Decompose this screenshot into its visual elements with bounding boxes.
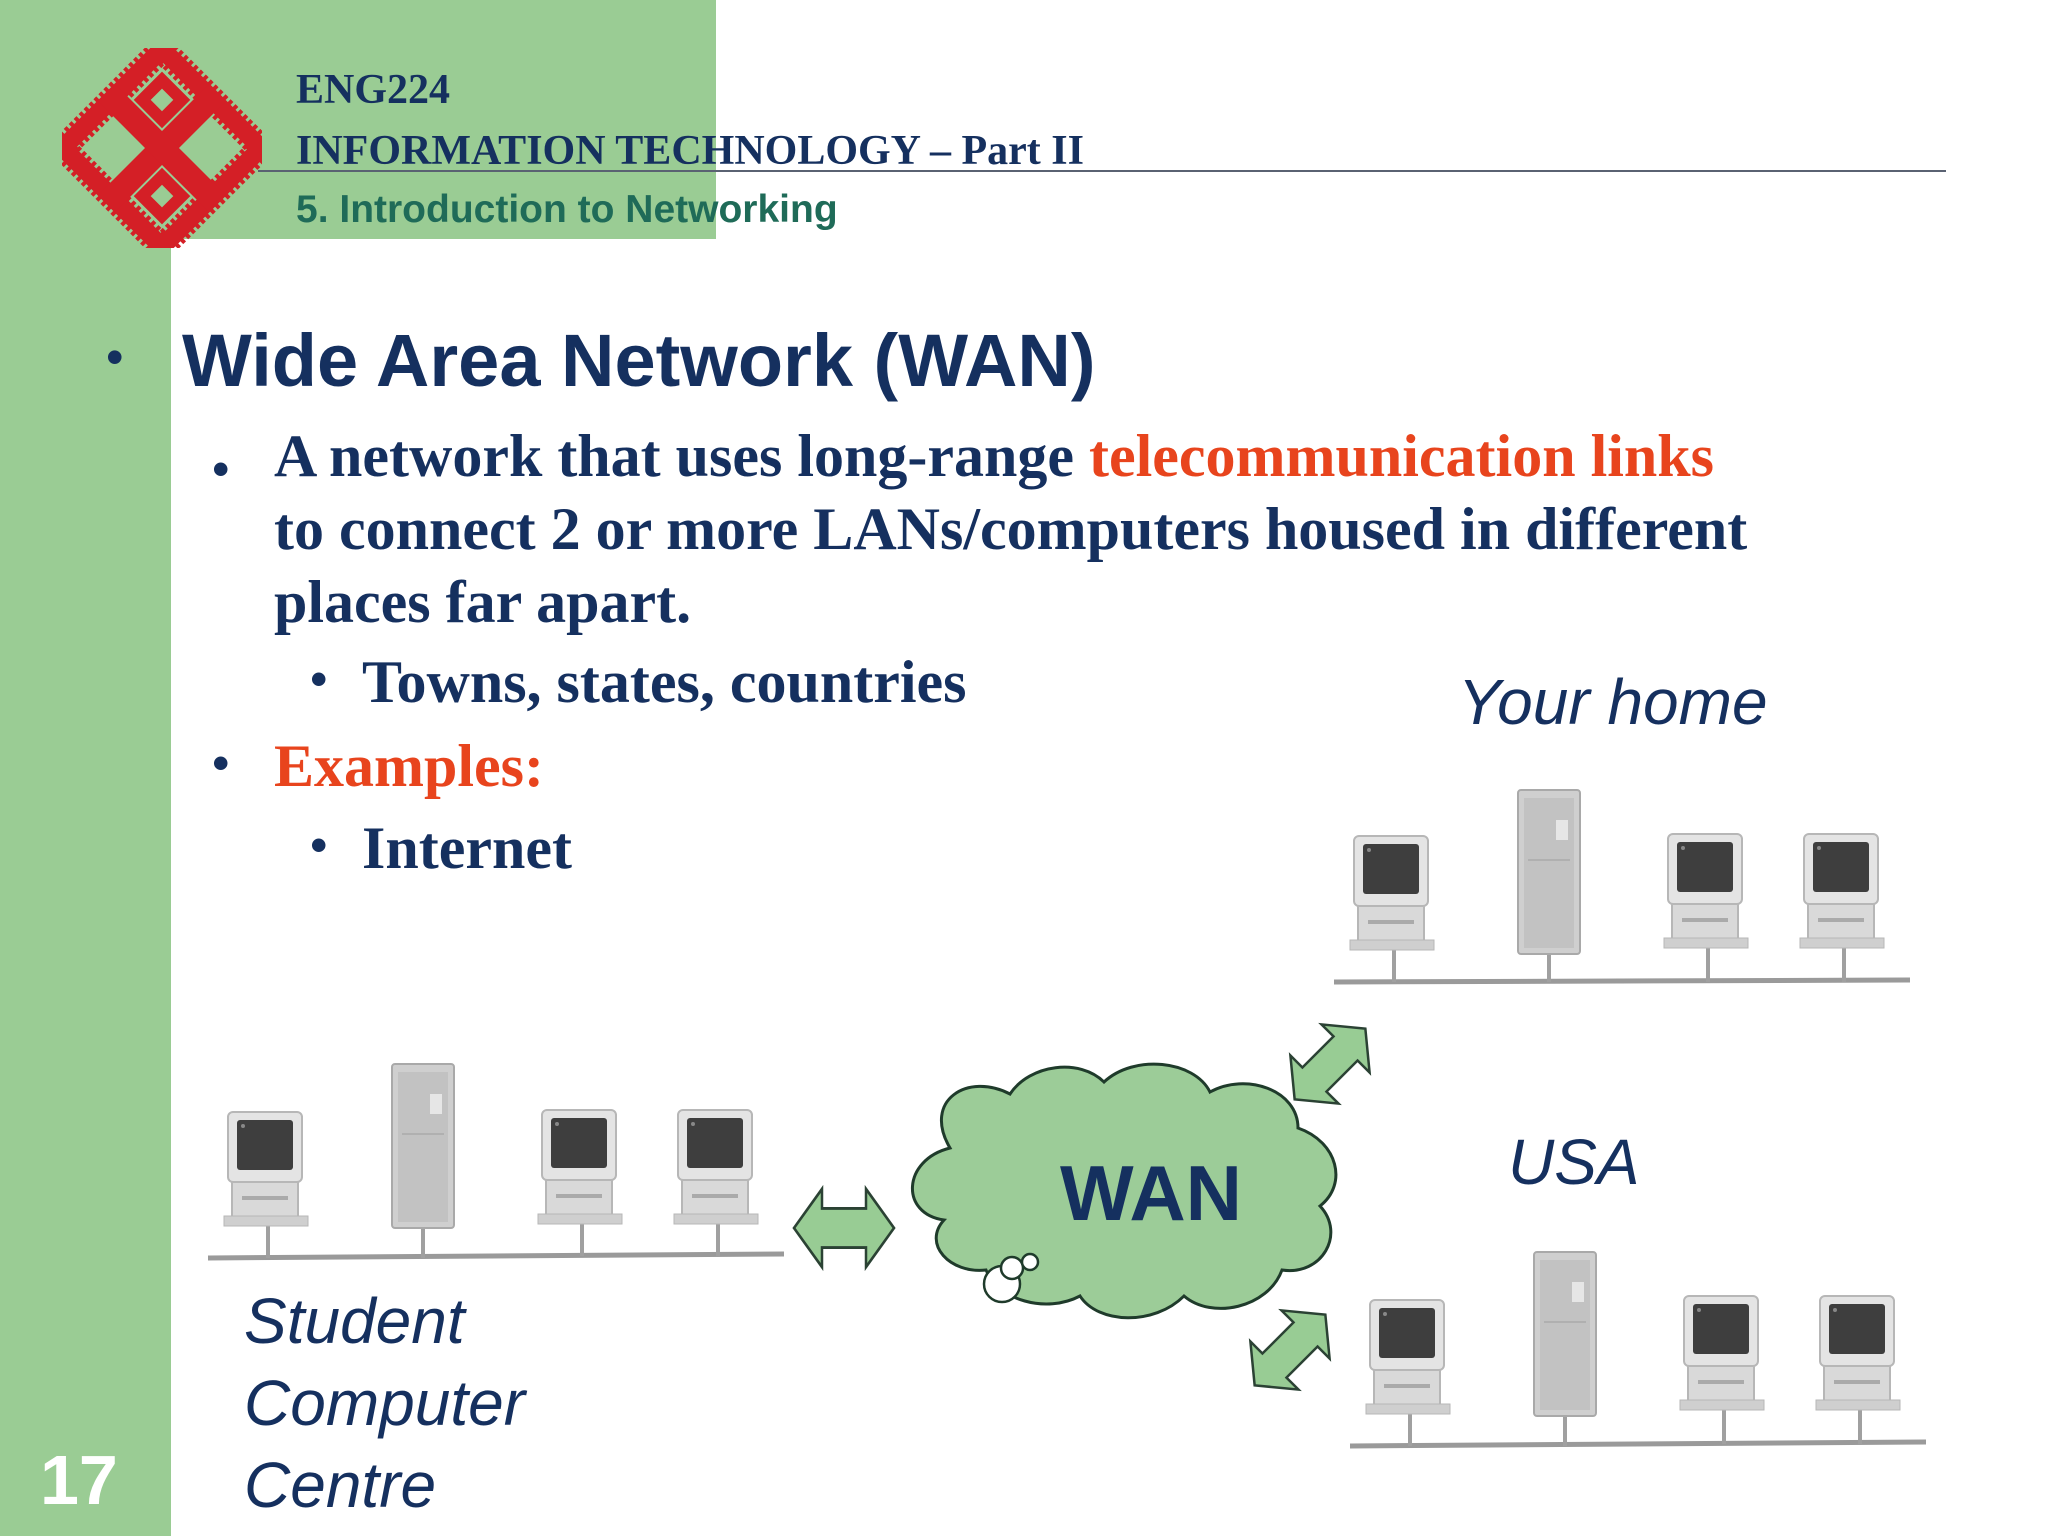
course-code: ENG224 (296, 67, 451, 113)
course-title: INFORMATION TECHNOLOGY – Part II (296, 128, 1084, 174)
chapter-title: 5. Introduction to Networking (296, 188, 838, 231)
server-icon (1517, 789, 1581, 955)
bullet-dot: • (212, 735, 230, 791)
computer-icon (1799, 833, 1885, 949)
label-line: Centre (244, 1449, 437, 1521)
bullet-dot: • (106, 329, 124, 385)
page-number: 17 (40, 1441, 118, 1519)
slide-heading: Wide Area Network (WAN) (182, 319, 1096, 402)
label-usa: USA (1508, 1126, 1640, 1198)
definition-line-1: A network that uses long-range telecommu… (274, 420, 1714, 493)
examples-label: Examples: (274, 733, 544, 799)
computer-icon (1349, 835, 1435, 951)
computer-icon (1663, 833, 1749, 949)
double-arrow-icon (792, 1187, 896, 1269)
computer-icon (537, 1109, 623, 1225)
definition-text: A network that uses long-range (274, 423, 1090, 489)
computer-icon (223, 1111, 309, 1227)
bullet-dot: • (310, 817, 328, 873)
wan-cloud-label: WAN (1060, 1149, 1242, 1237)
wan-cloud-icon (910, 1062, 1338, 1320)
header-divider (258, 170, 1946, 172)
lan-student-computer-centre (207, 1063, 785, 1261)
places-bullet: Towns, states, countries (362, 649, 967, 715)
label-line: Student (244, 1285, 465, 1357)
computer-icon (1365, 1299, 1451, 1415)
computer-icon (673, 1109, 759, 1225)
label-your-home: Your home (1458, 666, 1768, 738)
computer-icon (1815, 1295, 1901, 1411)
example-internet: Internet (362, 815, 572, 881)
server-icon (391, 1063, 455, 1229)
university-logo-icon (62, 48, 262, 248)
bullet-dot: • (310, 651, 328, 707)
double-arrow-icon (1229, 1289, 1351, 1411)
definition-line-3: places far apart. (274, 569, 692, 635)
computer-icon (1679, 1295, 1765, 1411)
label-student-computer-centre: Student Computer Centre (244, 1280, 525, 1526)
definition-line-2: to connect 2 or more LANs/computers hous… (274, 496, 1748, 562)
bullet-dot: • (212, 441, 230, 497)
lan-your-home (1333, 789, 1911, 985)
left-color-band (0, 0, 171, 1536)
highlight-telecom-links: telecommunication links (1089, 423, 1715, 489)
server-icon (1533, 1251, 1597, 1417)
label-line: Computer (244, 1367, 525, 1439)
lan-usa (1349, 1251, 1927, 1449)
